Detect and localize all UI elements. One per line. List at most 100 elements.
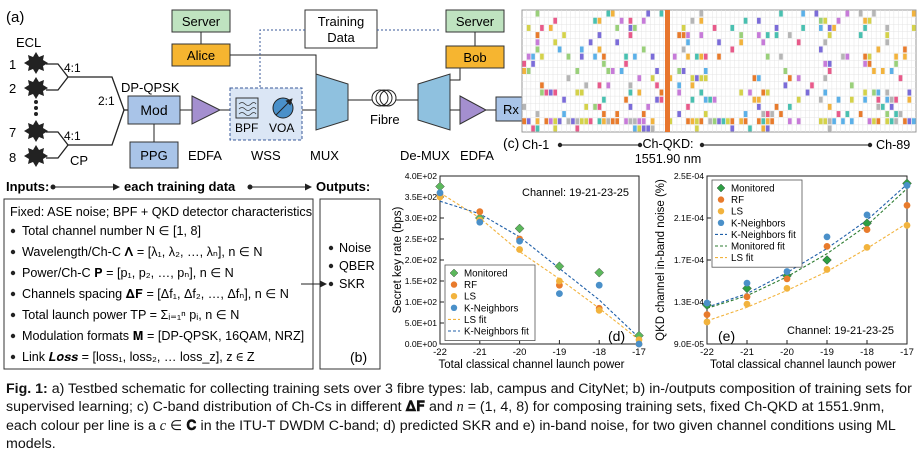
data-point-k-neighbors: [903, 182, 911, 189]
channel-cell: [827, 68, 832, 74]
channel-cell: [717, 53, 721, 60]
channel-cell: [858, 32, 863, 39]
channel-cell: [863, 17, 867, 24]
channel-cell: [562, 32, 566, 39]
channel-cell: [845, 111, 850, 118]
channel-cell: [628, 118, 633, 125]
channel-cell: [677, 111, 681, 118]
channel-cell: [712, 118, 717, 125]
channel-cell: [593, 53, 597, 60]
edfa-amplifier-icon: [191, 95, 222, 125]
channel-cell: [863, 24, 867, 31]
channel-cell: [557, 46, 562, 53]
legend-label: LS fit: [731, 253, 754, 264]
x-tick-label: -21: [740, 347, 754, 358]
channel-cell: [836, 111, 841, 118]
channel-cell: [748, 89, 752, 96]
channel-cell: [571, 118, 575, 125]
channel-cell: [602, 53, 606, 60]
channel-cell: [872, 68, 876, 74]
channel-cell: [597, 118, 602, 125]
channel-cell: [695, 118, 699, 125]
channel-cell: [686, 118, 690, 125]
channel-cell: [641, 118, 646, 125]
channel-cell: [597, 103, 602, 110]
channel-cell: [894, 118, 898, 125]
channel-cell: [602, 60, 606, 67]
channel-cell: [548, 89, 553, 96]
panel-b-inputs-outputs: Inputs: each training data Outputs: Fixe…: [3, 179, 381, 370]
channel-cell: [575, 125, 580, 132]
channel-cell: [540, 53, 544, 60]
laser-icon: [24, 77, 48, 99]
channel-cell: [610, 118, 615, 125]
channel-cell: [531, 53, 535, 60]
channel-cell: [779, 53, 783, 60]
channel-cell: [743, 118, 748, 125]
channel-cell: [841, 118, 845, 125]
channel-cell: [708, 118, 712, 125]
legend-marker: [716, 183, 726, 193]
channel-cell: [867, 118, 872, 125]
channel-cell: [757, 32, 761, 39]
data-point-monitored: [742, 283, 752, 294]
channel-cell: [858, 111, 863, 118]
y-tick-label: 2.5E-04: [674, 171, 704, 181]
channel-cell: [686, 32, 690, 39]
channel-cell: [646, 10, 650, 17]
x-tick-label: -20: [513, 347, 527, 358]
channel-cell: [757, 118, 761, 125]
input-item: Wavelength/Ch-C 𝚲 = [λ₁, λ₂, …, λₙ], n ∈…: [22, 245, 262, 259]
channel-cell: [721, 118, 726, 125]
channel-cell: [730, 24, 735, 31]
channel-cell: [894, 53, 898, 60]
channel-cell: [703, 75, 708, 82]
input-item: Total channel number N ∈ [1, 8]: [22, 224, 201, 238]
channel-cell: [677, 32, 681, 39]
training-data-label: Data: [327, 30, 355, 45]
data-point-k-neighbors: [703, 299, 711, 307]
legend-label: Monitored: [464, 269, 508, 280]
channel-cell: [681, 46, 686, 53]
channel-cell: [593, 103, 597, 110]
channel-cell: [624, 53, 628, 60]
channel-cell: [757, 103, 761, 110]
channel-cell: [863, 60, 867, 67]
data-point-k-neighbors: [783, 268, 791, 275]
channel-cell: [699, 53, 704, 60]
x-tick-label: -17: [900, 347, 914, 358]
channel-cell: [531, 125, 535, 132]
channel-cell: [739, 89, 743, 96]
channel-cell: [823, 17, 828, 24]
channel-cell: [690, 118, 695, 125]
channel-cell: [889, 103, 894, 110]
channel-cell: [885, 111, 890, 118]
channel-cell: [765, 53, 770, 60]
channel-cell: [659, 96, 664, 103]
channel-cell: [522, 60, 527, 67]
channel-cell: [730, 46, 735, 53]
channel-cell: [876, 89, 881, 96]
channel-cell: [579, 89, 584, 96]
channel-cell: [672, 53, 677, 60]
channel-cell: [633, 24, 637, 31]
training-data-label: Training: [318, 14, 364, 29]
data-point-k-neighbors: [436, 189, 444, 197]
channel-cell: [699, 118, 704, 125]
combiner-lines: [46, 63, 130, 159]
channel-cell: [849, 118, 854, 125]
input-item: Total launch power TP = Σᵢ₌₁ⁿ pᵢ, n ∈ N: [22, 308, 239, 322]
data-point-k-neighbors: [595, 281, 603, 289]
channel-cell: [548, 118, 553, 125]
channel-cell: [876, 46, 881, 53]
channel-cell: [575, 68, 580, 74]
wss-label: WSS: [251, 148, 281, 163]
channel-cell: [597, 32, 602, 39]
laser-icon: [24, 120, 48, 142]
legend-marker: [450, 293, 458, 300]
input-list: Total channel number N ∈ [1, 8] Waveleng…: [10, 224, 304, 364]
data-point-k-neighbors: [516, 237, 523, 245]
data-point-ls: [743, 300, 751, 308]
bob-box: [445, 45, 505, 69]
channel-cell: [872, 10, 876, 17]
